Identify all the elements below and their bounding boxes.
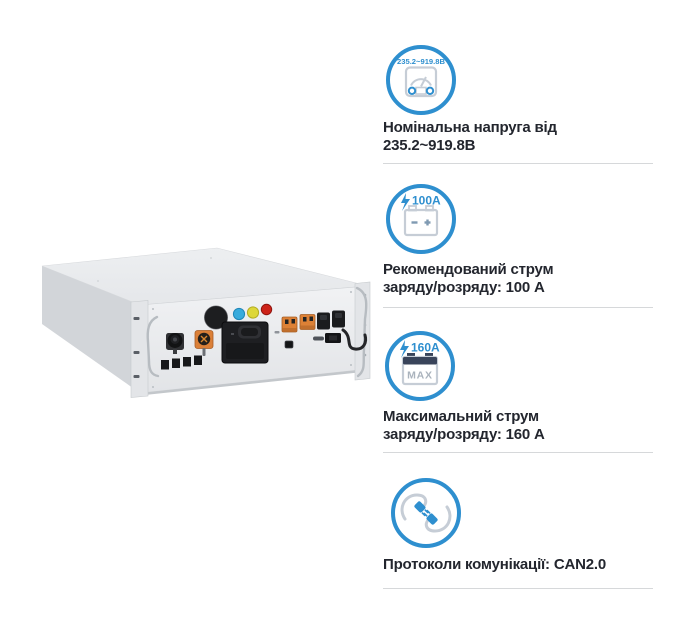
voltmeter-icon: 235.2~919.8В bbox=[385, 44, 457, 116]
plug-icon bbox=[414, 501, 429, 517]
lightning-icon bbox=[400, 340, 409, 358]
breaker-knob-rim bbox=[204, 305, 228, 330]
caption-line: Номінальна напруга від bbox=[383, 119, 557, 136]
dip-switch bbox=[172, 358, 180, 368]
orange-power-connector bbox=[299, 314, 316, 330]
front-cable bbox=[341, 328, 368, 351]
battery-max-icon: 160A MAX bbox=[384, 330, 456, 402]
screw-dot bbox=[210, 257, 212, 259]
dip-switch bbox=[194, 355, 202, 365]
rack-battery-illustration bbox=[41, 247, 371, 398]
feature-caption-protocols: Протоколи комунікації: CAN2.0 bbox=[383, 556, 663, 574]
screw-dot bbox=[152, 386, 154, 388]
plug-icon bbox=[423, 509, 438, 525]
black-signal-connector bbox=[317, 312, 330, 330]
feature-caption-max-current: Максимальний струм заряду/розряду: 160 А bbox=[383, 408, 663, 443]
chassis-left-face bbox=[42, 266, 140, 393]
comm-port bbox=[325, 333, 341, 343]
current-label: 100A bbox=[412, 194, 441, 208]
section-divider bbox=[383, 307, 653, 308]
yellow-indicator-cap bbox=[246, 306, 260, 319]
section-divider bbox=[383, 163, 653, 164]
orange-power-connector bbox=[281, 316, 298, 333]
caption-line: Протоколи комунікації: CAN2.0 bbox=[383, 556, 606, 573]
central-breaker-box bbox=[221, 321, 269, 364]
caption-line: 235.2~919.8В bbox=[383, 136, 476, 154]
feature-caption-voltage: Номінальна напруга від 235.2~919.8В bbox=[383, 119, 663, 154]
chassis-bottom-edge bbox=[140, 369, 368, 396]
dip-switch bbox=[183, 357, 191, 367]
current-label: 160A bbox=[411, 341, 440, 355]
ear-slot bbox=[133, 351, 140, 354]
ear-slot bbox=[133, 317, 140, 320]
screw-dot bbox=[152, 308, 154, 310]
left-wire-handle bbox=[146, 315, 160, 378]
ear-slot bbox=[133, 375, 140, 378]
voltage-range-label: 235.2~919.8В bbox=[397, 57, 445, 66]
section-divider bbox=[383, 452, 653, 453]
max-badge: MAX bbox=[407, 370, 433, 382]
lightning-icon bbox=[401, 193, 410, 211]
black-signal-connector bbox=[332, 310, 345, 328]
plugs-connection-icon bbox=[390, 477, 462, 549]
caption-line: заряду/розряду: 160 А bbox=[383, 425, 545, 443]
screw-dot bbox=[97, 280, 99, 282]
round-orange-connector bbox=[194, 330, 214, 356]
section-divider bbox=[383, 588, 653, 589]
small-port bbox=[284, 340, 294, 349]
port-slot bbox=[313, 336, 324, 341]
panel-label-dash bbox=[274, 331, 280, 334]
feature-caption-recommended-current: Рекомендований струм заряду/розряду: 100… bbox=[383, 261, 663, 296]
dip-switch bbox=[161, 360, 169, 370]
battery-charge-icon: 100A bbox=[385, 183, 457, 255]
red-indicator-cap bbox=[260, 303, 273, 316]
caption-line: Рекомендований струм bbox=[383, 261, 554, 278]
round-black-connector bbox=[166, 333, 184, 354]
caption-line: заряду/розряду: 100 А bbox=[383, 278, 545, 296]
left-rack-ear bbox=[130, 300, 149, 398]
screw-dot bbox=[350, 291, 352, 293]
blue-indicator-cap bbox=[232, 307, 246, 321]
battery-module-image bbox=[35, 245, 375, 435]
screw-dot bbox=[350, 364, 352, 366]
caption-line: Максимальний струм bbox=[383, 408, 539, 425]
breaker-knob bbox=[204, 306, 228, 329]
